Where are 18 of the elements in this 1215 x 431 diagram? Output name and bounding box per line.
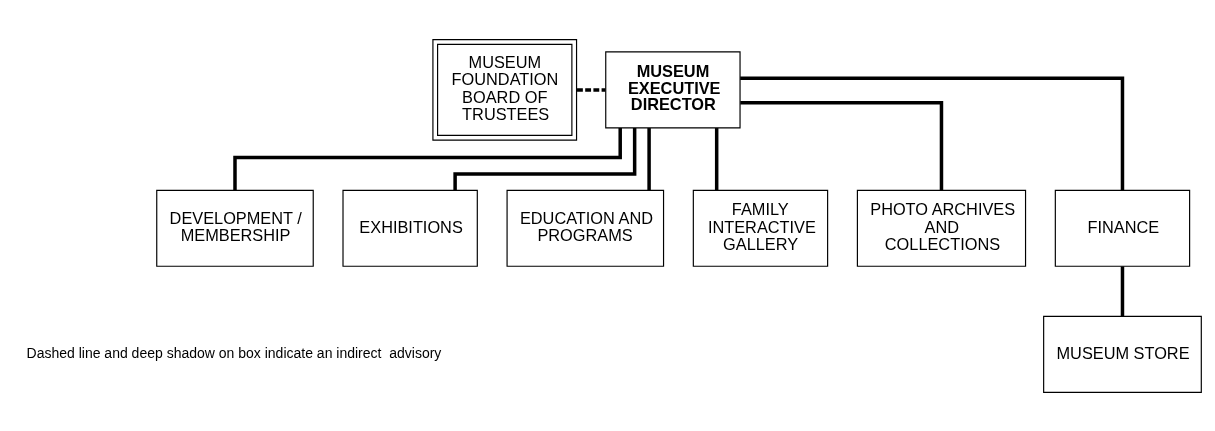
connector [453,127,637,190]
node-box: MUSEUM EXECUTIVE DIRECTOR [605,50,741,128]
node-box: DEVELOPMENT / MEMBERSHIP [156,189,314,267]
node-box: EDUCATION AND PROGRAMS [506,189,665,267]
connector [740,100,944,190]
connector [233,127,622,190]
node-box: MUSEUM STORE [1043,315,1202,393]
label: Dashed line and deep shadow on box indicate an indirect advisory [26,344,442,361]
connector [647,127,651,190]
node-box: FINANCE [1054,189,1191,267]
node-box: EXHIBITIONS [342,189,478,267]
connector [714,127,719,190]
node-box: MUSEUM FOUNDATION BOARD OF TRUSTEES [432,38,578,141]
connector [1120,265,1125,316]
connector [740,75,1125,190]
node-box: PHOTO ARCHIVES AND COLLECTIONS [856,189,1027,267]
node-box: FAMILY INTERACTIVE GALLERY [692,189,829,267]
connector [577,87,606,92]
